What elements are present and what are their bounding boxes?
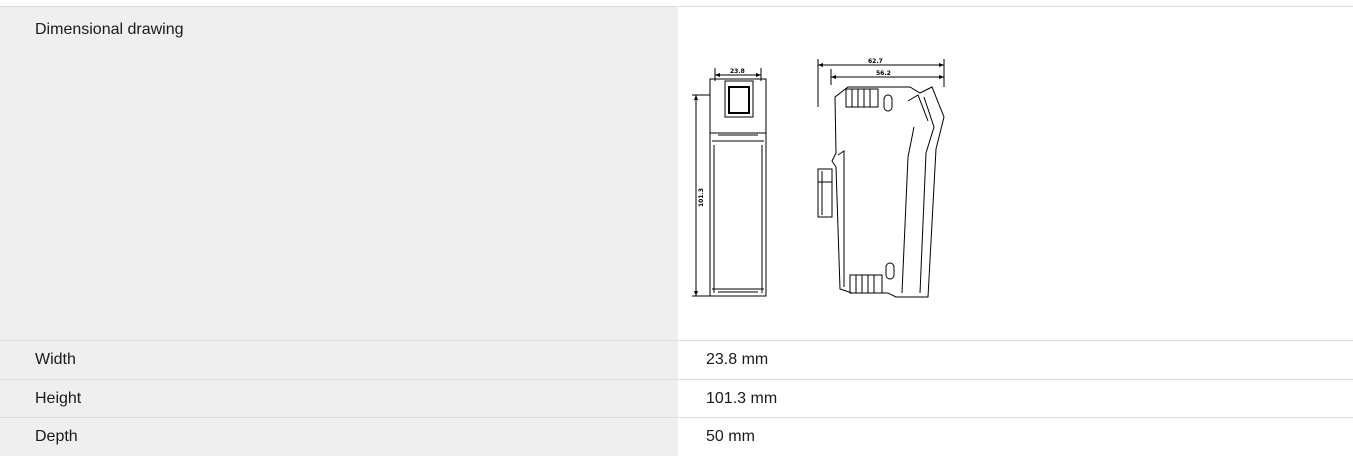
side-total-depth-label: 62.7 (868, 58, 883, 65)
table-row-dimensional-drawing: Dimensional drawing (0, 6, 1353, 340)
row-value-cell: 23.8 mm (678, 341, 1353, 379)
row-label-cell: Dimensional drawing (0, 7, 678, 340)
row-value-cell: 101.3 mm (678, 380, 1353, 417)
row-label-cell: Width (0, 341, 678, 379)
row-label: Width (35, 351, 76, 368)
row-value: 101.3 mm (706, 390, 778, 407)
dimensional-drawing-image: 23.8 101.3 62.7 56.2 (692, 58, 945, 298)
table-row-height: Height 101.3 mm (0, 379, 1353, 417)
row-label: Depth (35, 428, 78, 445)
row-value-cell: 23.8 101.3 62.7 56.2 (678, 7, 1353, 340)
front-height-label: 101.3 (698, 188, 705, 207)
side-body-depth-label: 56.2 (876, 70, 891, 77)
table-row-width: Width 23.8 mm (0, 340, 1353, 379)
front-width-label: 23.8 (730, 68, 745, 75)
row-label: Height (35, 390, 82, 407)
row-value-cell: 50 mm (678, 418, 1353, 456)
row-value: 50 mm (706, 428, 755, 445)
row-label: Dimensional drawing (35, 21, 184, 38)
row-label-cell: Depth (0, 418, 678, 456)
table-row-depth: Depth 50 mm (0, 417, 1353, 456)
row-value: 23.8 mm (706, 351, 769, 368)
row-label-cell: Height (0, 380, 678, 417)
